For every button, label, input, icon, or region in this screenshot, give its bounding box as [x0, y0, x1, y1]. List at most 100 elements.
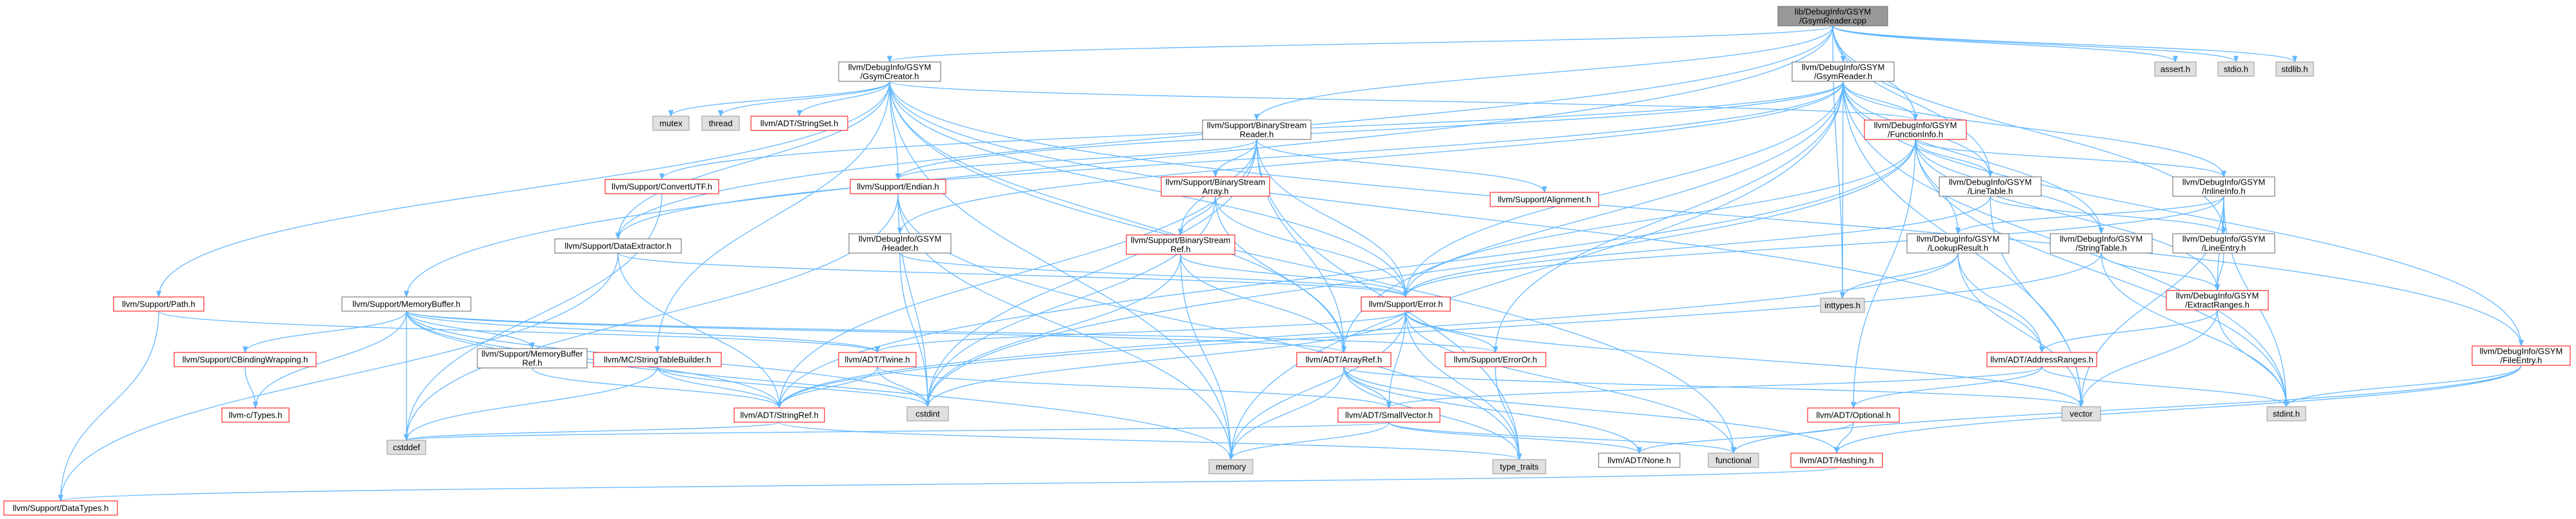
node-twine[interactable]: llvm/ADT/Twine.h — [838, 352, 917, 367]
node-box-stringtablebuilder — [593, 352, 722, 367]
edge-gsymreader-to-inttypes — [1839, 81, 1846, 300]
node-box-convertutf — [604, 179, 719, 194]
edge-arrayref-to-smallvector — [1343, 366, 1392, 409]
node-cbindingwrapping[interactable]: llvm/Support/CBindingWrapping.h — [174, 352, 317, 367]
node-label-bsreader-1: Reader.h — [1240, 130, 1274, 139]
node-label-memorybuffer-0: llvm/Support/MemoryBuffer.h — [352, 300, 460, 309]
node-erroror[interactable]: llvm/Support/ErrorOr.h — [1444, 352, 1546, 367]
node-ctypes[interactable]: llvm-c/Types.h — [221, 407, 290, 423]
edge-gsymcreator-to-functional — [889, 81, 1737, 454]
edge-root-to-memorybuffer — [403, 25, 1833, 298]
node-endian[interactable]: llvm/Support/Endian.h — [850, 179, 946, 194]
node-label-stringtablebuilder-0: llvm/MC/StringTableBuilder.h — [604, 355, 711, 365]
node-convertutf[interactable]: llvm/Support/ConvertUTF.h — [604, 179, 719, 194]
node-linetable[interactable]: llvm/DebugInfo/GSYM/LineTable.h — [1939, 176, 2042, 197]
edge-memorybuffer-to-erroror — [406, 310, 1498, 354]
edge-addressranges-to-smallvector — [1386, 366, 2042, 409]
node-datatypes[interactable]: llvm/Support/DataTypes.h — [3, 500, 118, 516]
node-hashing[interactable]: llvm/ADT/Hashing.h — [1790, 453, 1883, 468]
edge-lineentry-to-extractranges — [2214, 252, 2224, 292]
node-label-path-0: llvm/Support/Path.h — [122, 300, 195, 309]
edge-gsymcreator-to-addressranges — [889, 81, 2045, 354]
node-label-datatypes-0: llvm/Support/DataTypes.h — [13, 504, 109, 513]
edge-bsref-to-cstdint — [924, 254, 1181, 408]
node-header[interactable]: llvm/DebugInfo/GSYM/Header.h — [848, 233, 952, 254]
node-stringtablebuilder[interactable]: llvm/MC/StringTableBuilder.h — [593, 352, 722, 367]
node-error[interactable]: llvm/Support/Error.h — [1361, 296, 1451, 312]
node-fileentry[interactable]: llvm/DebugInfo/GSYM/FileEntry.h — [2471, 345, 2571, 366]
node-alignment[interactable]: llvm/Support/Alignment.h — [1490, 192, 1599, 207]
node-box-stringref — [734, 407, 825, 423]
node-label-none-0: llvm/ADT/None.h — [1608, 456, 1671, 465]
edge-gsymreader-to-endian — [895, 81, 1844, 181]
node-memorybuffer[interactable]: llvm/Support/MemoryBuffer.h — [341, 296, 472, 312]
node-none[interactable]: llvm/ADT/None.h — [1598, 453, 1681, 468]
node-box-optional — [1807, 407, 1900, 423]
edge-functioninfo-to-inlineinfo — [1915, 139, 2227, 178]
node-dataextractor[interactable]: llvm/Support/DataExtractor.h — [554, 238, 682, 254]
node-label-gsymreader-1: /GsymReader.h — [1814, 72, 1872, 81]
edge-lookupresult-to-vector — [1957, 252, 2084, 408]
node-gsymcreator[interactable]: llvm/DebugInfo/GSYM/GsymCreator.h — [838, 61, 941, 82]
edge-root-to-bsreader — [1253, 25, 1833, 121]
edge-header-to-error — [899, 252, 1408, 298]
node-label-bsarray-0: llvm/Support/BinaryStream — [1166, 178, 1266, 187]
edge-bsreader-to-alignment — [1256, 139, 1548, 194]
edge-twine-to-smallvector — [877, 366, 1392, 409]
node-label-inlineinfo-0: llvm/DebugInfo/GSYM — [2182, 178, 2266, 187]
node-inlineinfo[interactable]: llvm/DebugInfo/GSYM/InlineInfo.h — [2172, 176, 2275, 197]
node-label-bsarray-1: Array.h — [1203, 187, 1229, 196]
edge-smallvector-to-functional — [1388, 422, 1736, 454]
edge-stringtablebuilder-to-stringref — [657, 366, 783, 409]
edge-addressranges-to-optional — [1850, 366, 2042, 409]
node-root[interactable]: lib/DebugInfo/GSYM/GsymReader.cpp — [1777, 6, 1888, 26]
node-label-memory-0: memory — [1216, 462, 1246, 472]
edge-bsreader-to-error — [1256, 139, 1409, 298]
node-stringset[interactable]: llvm/ADT/StringSet.h — [750, 116, 848, 131]
node-inttypes: inttypes.h — [1820, 298, 1865, 313]
node-optional[interactable]: llvm/ADT/Optional.h — [1807, 407, 1900, 423]
edge-arrayref-to-none — [1343, 366, 1642, 454]
edge-root-to-assert — [1832, 25, 2178, 63]
edge-stringtablebuilder-to-cstdint — [657, 366, 931, 408]
edge-stringtable-to-extractranges — [2101, 252, 2221, 292]
node-lookupresult[interactable]: llvm/DebugInfo/GSYM/LookupResult.h — [1906, 233, 2010, 254]
node-lineentry[interactable]: llvm/DebugInfo/GSYM/LineEntry.h — [2172, 233, 2275, 254]
node-box-stringset — [750, 116, 848, 131]
edge-fileentry-to-stdint — [2283, 365, 2522, 408]
edge-functioninfo-to-extractranges — [1915, 139, 2221, 292]
edge-inlineinfo-to-error — [1403, 196, 2224, 298]
node-smallvector[interactable]: llvm/ADT/SmallVector.h — [1337, 407, 1441, 423]
node-cstddef: cstddef — [386, 440, 426, 455]
node-arrayref[interactable]: llvm/ADT/ArrayRef.h — [1296, 352, 1392, 367]
edge-error-to-twine — [875, 310, 1406, 354]
node-functioninfo[interactable]: llvm/DebugInfo/GSYM/FunctionInfo.h — [1864, 119, 1967, 140]
node-stringref[interactable]: llvm/ADT/StringRef.h — [734, 407, 825, 423]
node-addressranges[interactable]: llvm/ADT/AddressRanges.h — [1986, 352, 2097, 367]
edge-endian-to-cstddef — [403, 193, 899, 442]
node-box-memory — [1208, 459, 1253, 474]
node-extractranges[interactable]: llvm/DebugInfo/GSYM/ExtractRanges.h — [2166, 290, 2269, 310]
node-path[interactable]: llvm/Support/Path.h — [113, 296, 205, 312]
edge-functioninfo-to-linetable — [1915, 139, 1993, 178]
edge-gsymcreator-to-stringset — [796, 81, 890, 117]
edge-bsreader-to-arrayref — [1256, 139, 1347, 354]
node-label-typetraits-0: type_traits — [1500, 462, 1539, 472]
node-stringtable[interactable]: llvm/DebugInfo/GSYM/StringTable.h — [2050, 233, 2153, 254]
node-label-bsreader-0: llvm/Support/BinaryStream — [1207, 121, 1307, 130]
node-gsymreader[interactable]: llvm/DebugInfo/GSYM/GsymReader.h — [1792, 61, 1895, 82]
edge-extractranges-to-stdint — [2217, 309, 2290, 408]
edge-endian-to-cstdint — [897, 193, 931, 408]
node-label-inttypes-0: inttypes.h — [1824, 301, 1861, 310]
node-label-stringref-0: llvm/ADT/StringRef.h — [740, 411, 818, 420]
edge-extractranges-to-vector — [2078, 309, 2218, 408]
node-label-header-0: llvm/DebugInfo/GSYM — [859, 234, 942, 244]
node-box-header — [848, 233, 952, 254]
node-box-datatypes — [3, 500, 118, 516]
edge-memorybuffer-to-cbindingwrapping — [242, 310, 407, 354]
edge-error-to-erroror — [1405, 310, 1499, 354]
